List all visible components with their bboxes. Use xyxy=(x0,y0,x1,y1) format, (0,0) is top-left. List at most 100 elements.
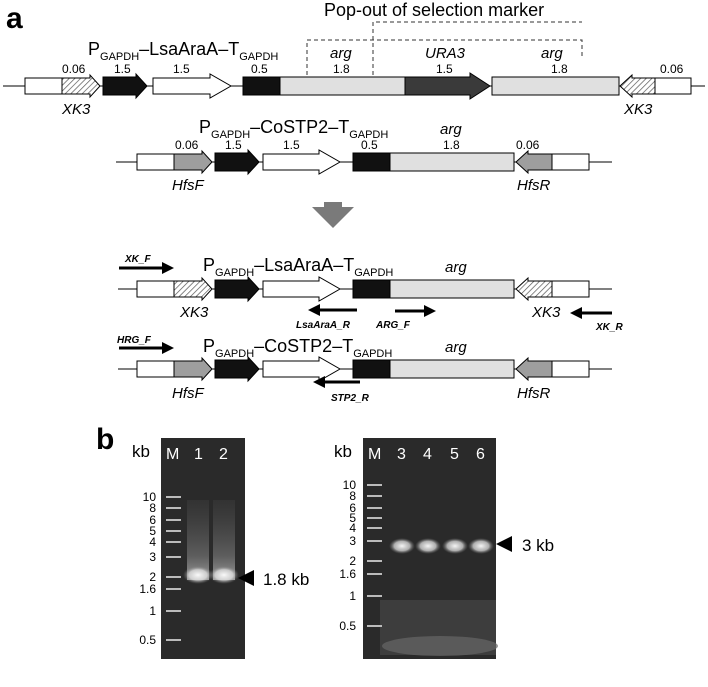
row4-cassette-title: PGAPDH–CoSTP2–TGAPDH xyxy=(203,336,392,360)
lane-label: 3 xyxy=(397,446,406,463)
arg-block xyxy=(389,152,515,172)
arg-f-label: ARG_F xyxy=(375,320,411,331)
size-label: 1.8 xyxy=(551,62,568,76)
xk-r-arrow xyxy=(570,307,582,319)
ura3-label: URA3 xyxy=(425,45,466,62)
ladder-label: 8 xyxy=(349,489,356,503)
hfsr-arrow xyxy=(515,149,553,175)
size-label: 0.5 xyxy=(251,62,268,76)
arg-label: arg xyxy=(440,121,462,138)
arg-label: arg xyxy=(330,45,352,62)
hfsr-label: HfsR xyxy=(517,177,551,194)
stp2-r-label: STP2_R xyxy=(331,393,370,404)
terminator-gapdh-block xyxy=(242,76,281,96)
ladder-label: 2 xyxy=(349,554,356,568)
size-label: 1.5 xyxy=(114,62,131,76)
arg-label: arg xyxy=(445,339,467,356)
construct-row-3 xyxy=(118,275,612,303)
gel2-ladder-bands xyxy=(367,484,382,627)
hfsf-flank-box xyxy=(136,360,175,378)
xk3-flank-left-box xyxy=(24,77,63,95)
gapdh-subscript: GAPDH xyxy=(239,51,278,63)
stp2-r-arrow xyxy=(313,376,325,388)
p-letter: P xyxy=(88,39,100,59)
hfsf-label: HfsF xyxy=(172,177,205,194)
ladder-label: 3 xyxy=(149,550,156,564)
xk-f-label: XK_F xyxy=(124,254,151,265)
xk3-label: XK3 xyxy=(531,304,561,321)
popout-bracket xyxy=(306,21,583,75)
ladder-label: 2 xyxy=(149,570,156,584)
lsaaraa-gene-arrow xyxy=(262,276,342,302)
ladder-label: 8 xyxy=(149,501,156,515)
size-label: 1.5 xyxy=(283,138,300,152)
hfsr-flank-box xyxy=(551,360,590,378)
xk3-right-arrow xyxy=(515,276,553,302)
gel2-band xyxy=(468,538,494,554)
terminator-gapdh-block xyxy=(352,279,391,299)
primer-arrows-row4 xyxy=(119,342,360,388)
gel1-band xyxy=(183,566,213,584)
band-size-label: 1.8 kb xyxy=(263,570,309,589)
promoter-gapdh-arrow xyxy=(102,72,148,100)
lane-label: 5 xyxy=(450,446,459,463)
xk-r-label: XK_R xyxy=(595,322,623,333)
hfsr-flank-box xyxy=(551,153,590,171)
arg-block-1 xyxy=(279,76,406,96)
xk3-right-arrow xyxy=(619,73,656,99)
hfsf-arrow xyxy=(173,356,213,382)
row1-cassette-title: PGAPDH–LsaAraA–TGAPDH xyxy=(88,39,278,63)
size-label: 0.06 xyxy=(62,62,86,76)
lane-label: M xyxy=(166,446,179,463)
size-label: 0.06 xyxy=(516,138,540,152)
gel-image-2 xyxy=(363,438,498,659)
panel-b-label: b xyxy=(96,423,114,456)
gel1-ladder-labels: 10 8 6 5 4 3 2 1.6 1 0.5 xyxy=(139,490,156,647)
xk3-flank-right-box xyxy=(551,280,590,298)
terminator-gapdh-block xyxy=(352,152,391,172)
promoter-gapdh-arrow xyxy=(214,275,260,303)
arg-label: arg xyxy=(541,45,563,62)
lsaaraa-r-label: LsaAraA_R xyxy=(296,320,351,331)
ladder-label: 4 xyxy=(349,521,356,535)
size-label: 1.5 xyxy=(225,138,242,152)
hfsr-arrow xyxy=(515,356,553,382)
hfsr-label: HfsR xyxy=(517,385,551,402)
lane-label: 1 xyxy=(194,446,203,463)
xk3-left-arrow xyxy=(61,73,101,99)
ladder-label: 5 xyxy=(149,524,156,538)
hrg-f-label: HRG_F xyxy=(117,335,152,346)
ladder-label: 6 xyxy=(149,513,156,527)
promoter-gapdh-arrow xyxy=(214,148,260,176)
xk3-label: XK3 xyxy=(179,304,209,321)
xk-f-arrow xyxy=(162,262,174,274)
lane-label: 4 xyxy=(423,446,432,463)
hrg-f-arrow xyxy=(162,342,174,354)
arg-block xyxy=(389,279,515,299)
size-label: 0.06 xyxy=(660,62,684,76)
promoter-gapdh-arrow xyxy=(214,355,260,383)
hfsf-flank-box xyxy=(136,153,175,171)
gel2-band xyxy=(415,538,441,554)
ladder-label: 1.6 xyxy=(339,567,356,581)
construct-row-2 xyxy=(116,148,612,176)
arg-block-2 xyxy=(491,76,620,96)
band-pointer-triangle xyxy=(496,536,512,552)
xk3-left-arrow xyxy=(173,276,213,302)
ladder-label: 1 xyxy=(149,604,156,618)
ura3-arrow xyxy=(404,72,491,100)
gel1-band xyxy=(209,566,239,584)
ladder-label: 10 xyxy=(143,490,157,504)
gel1-ladder-bands xyxy=(166,496,181,641)
kb-axis-label: kb xyxy=(334,442,352,461)
gapdh-subscript: GAPDH xyxy=(100,51,139,63)
construct-row-4 xyxy=(118,355,612,383)
ladder-label: 1.6 xyxy=(139,582,156,596)
size-label: 0.06 xyxy=(175,138,199,152)
primer-arrows-row3 xyxy=(119,262,612,319)
gel2-band xyxy=(389,538,415,554)
ladder-label: 1 xyxy=(349,589,356,603)
hfsf-arrow xyxy=(173,149,213,175)
panel-a-label: a xyxy=(6,2,23,35)
svg-text:PGAPDH–LsaAraA–TGAPDH: PGAPDH–LsaAraA–TGAPDH xyxy=(88,39,278,63)
